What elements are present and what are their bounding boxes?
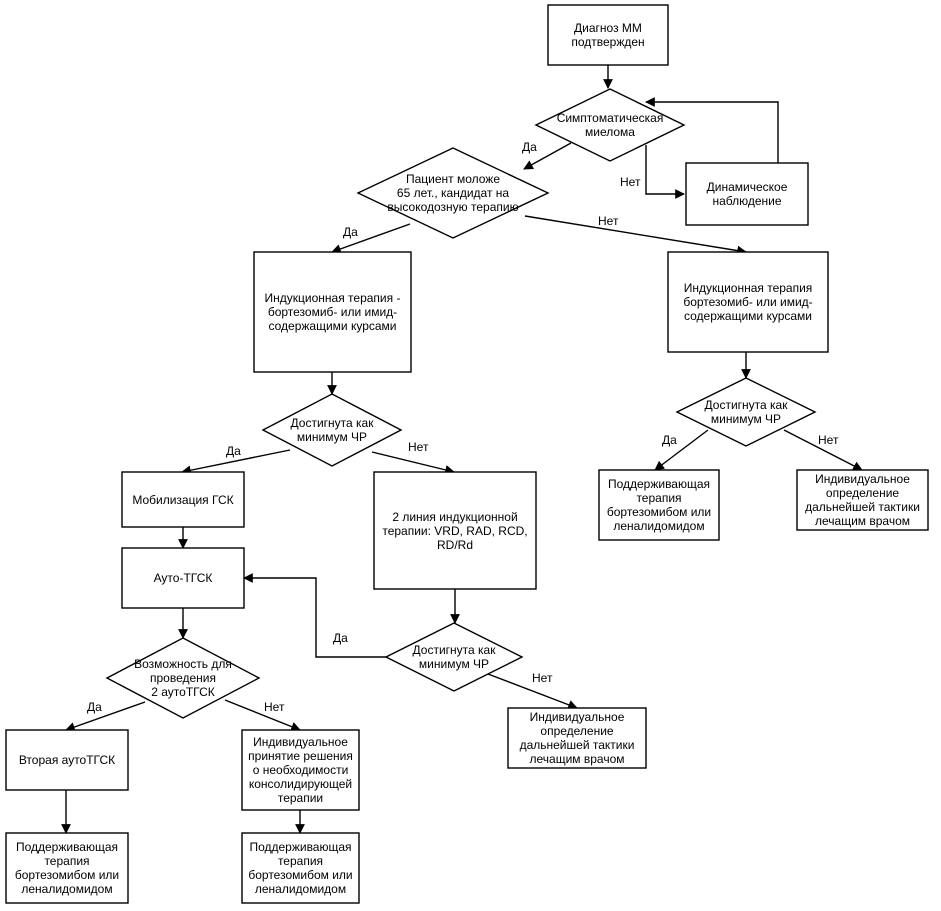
response-check-right-decision-text: Достигнута как минимум ЧР [704,398,788,426]
maintenance-therapy-middle-box [241,832,360,904]
second-auto-hsct-box [5,729,129,791]
response-check-left-decision-text: Достигнута как минимум ЧР [290,416,374,444]
edge-label-respr-no: Нет [818,433,839,447]
hsc-mobilization-box [121,471,245,528]
maintenance-therapy-right-box-text: Поддерживающая терапия бортезомибом или … [606,477,712,533]
edge-symp-yes [523,142,572,170]
response-check-second-line-decision [384,622,524,692]
dynamic-observation-box [685,162,809,226]
individual-tactics-right-box [796,469,929,531]
individual-consolidation-decision-box [241,729,360,811]
second-line-induction-box-text: 2 линия индукционной терапии: VRD, RAD, … [382,509,528,552]
diagnosis-confirmed-box [547,4,669,66]
edge-resp2-no [487,673,578,710]
edge-label-respl-yes: Да [226,444,241,458]
edge-label-poss-yes: Да [87,700,102,714]
induction-therapy-right-box-text: Индукционная терапия бортезомиб- или ими… [683,281,813,323]
induction-therapy-left-box [253,251,412,373]
second-auto-hsct-possibility-decision [105,637,261,719]
response-check-second-line-decision-text: Достигнута как минимум ЧР [412,643,496,671]
edge-poss-no [224,699,301,732]
edge-label-young-yes: Да [343,225,358,239]
second-auto-hsct-possibility-decision-text: Возможность для проведения 2 аутоТГСК [134,657,232,699]
edge-respr-no [783,429,863,471]
dynamic-observation-box-text: Динамическое наблюдение [706,180,788,208]
response-check-left-decision [261,393,403,467]
edge-label-symp-no: Нет [620,175,641,189]
induction-therapy-left-box-text: Индукционная терапия - бортезомиб- или и… [264,291,401,333]
edge-dyn-loop [645,97,779,163]
induction-therapy-right-box [667,251,829,353]
edge-label-respl-no: Нет [408,440,429,454]
second-line-induction-box [373,471,537,590]
edge-symp-no [645,145,685,199]
edge-label-respr-yes: Да [662,433,677,447]
edge-label-resp2-no: Нет [532,671,553,685]
individual-consolidation-decision-box-text: Индивидуальное принятие решения о необхо… [248,735,353,805]
maintenance-therapy-left-box [5,832,129,904]
individual-tactics-middle-box-text: Индивидуальное определение дальнейшей та… [519,710,635,766]
auto-hsct-box-text: Ауто-ТГСК [153,571,213,585]
individual-tactics-right-box-text: Индивидуальное определение дальнейшей та… [805,472,920,528]
maintenance-therapy-right-box [598,469,720,541]
response-check-right-decision [675,377,817,447]
edge-poss-yes [65,701,146,732]
edge-label-young-no: Нет [598,214,619,228]
age-candidate-decision [356,147,550,239]
second-auto-hsct-box-text: Вторая аутоТГСК [18,753,116,767]
hsc-mobilization-box-text: Мобилизация ГСК [132,492,234,507]
edge-resp2-yes [243,573,386,658]
symptomatic-myeloma-decision-text: Симптоматическая миелома [556,111,664,139]
edge-label-resp2-yes: Да [333,631,348,645]
edge-label-symp-yes: Да [522,140,537,154]
edge-young-no [524,215,747,256]
symptomatic-myeloma-decision [534,88,686,162]
edge-respl-no [371,451,455,475]
age-candidate-decision-text: Пациент моложе 65 лет., кандидат на высо… [387,172,519,214]
auto-hsct-box [121,547,245,609]
diagnosis-confirmed-box-text: Диагноз ММ подтвержден [571,21,645,49]
edge-respl-yes [181,449,291,476]
individual-tactics-middle-box [507,707,647,769]
edge-label-poss-no: Нет [264,700,285,714]
edge-respr-yes [654,429,709,471]
edge-young-yes [331,223,411,254]
maintenance-therapy-left-box-text: Поддерживающая терапия бортезомибом или … [14,840,120,896]
maintenance-therapy-middle-box-text: Поддерживающая терапия бортезомибом или … [248,840,353,896]
